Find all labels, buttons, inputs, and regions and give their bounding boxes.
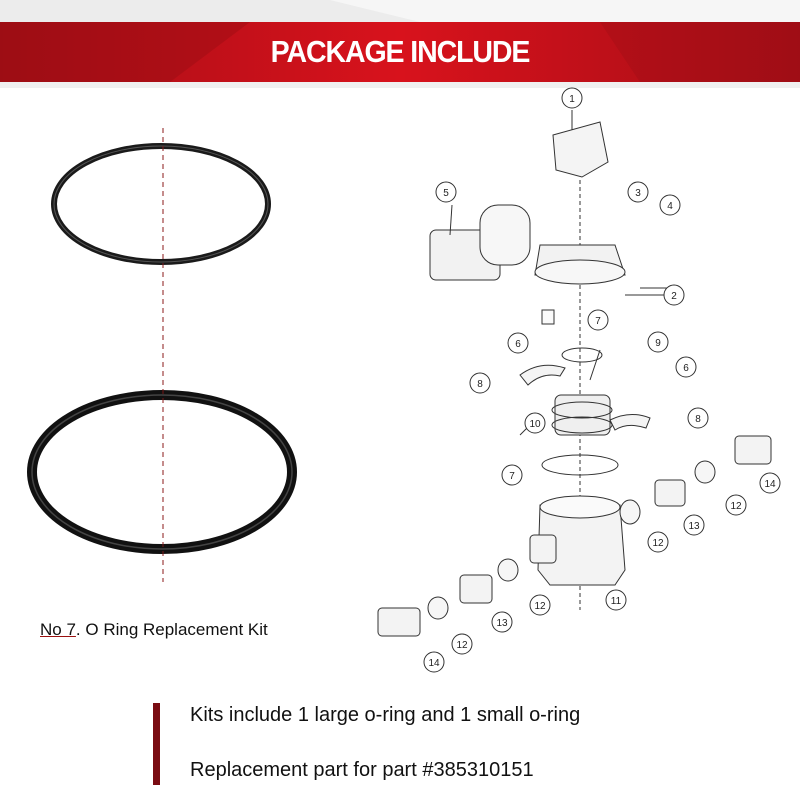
small-o-ring [51,143,271,265]
callout-12b: 12 [730,501,742,512]
callout-4: 4 [667,201,673,212]
callout-7a: 7 [595,316,601,327]
header-banner: PACKAGE INCLUDE [0,0,800,88]
o-rings-image [27,128,297,582]
large-o-ring [27,390,297,554]
callout-11: 11 [611,596,622,607]
exploded-parts-diagram: 1 2 3 4 5 6 6 7 7 8 8 9 10 11 12 12 12 1… [377,87,781,673]
kit-contents-text: Kits include 1 large o-ring and 1 small … [190,704,581,726]
callout-12a: 12 [652,538,664,549]
callout-12c: 12 [534,601,546,612]
callout-8b: 8 [695,414,701,425]
part-callouts: 1 2 3 4 5 6 6 7 7 8 8 9 10 11 12 12 12 1… [423,87,781,673]
banner-background [0,0,800,88]
callout-2: 2 [671,291,677,302]
callout-10: 10 [529,419,541,430]
callout-9: 9 [655,338,661,349]
callout-14b: 14 [428,658,440,669]
callout-6a: 6 [515,339,521,350]
kit-number: No 7 [40,620,76,639]
callout-14a: 14 [764,479,776,490]
info-accent-bar [153,703,160,785]
callout-13b: 13 [496,618,508,629]
callout-5: 5 [443,188,449,199]
callout-12d: 12 [456,640,468,651]
callout-8a: 8 [477,379,483,390]
callout-3: 3 [635,188,641,199]
callout-1: 1 [569,94,575,105]
replacement-part-text: Replacement part for part #385310151 [190,759,534,781]
kit-title: . O Ring Replacement Kit [75,620,268,639]
callout-6b: 6 [683,363,689,374]
kit-caption: No 7. O Ring Replacement Kit [40,620,268,640]
banner-title: PACKAGE INCLUDE [270,34,531,69]
callout-13a: 13 [688,521,700,532]
callout-7b: 7 [509,471,515,482]
